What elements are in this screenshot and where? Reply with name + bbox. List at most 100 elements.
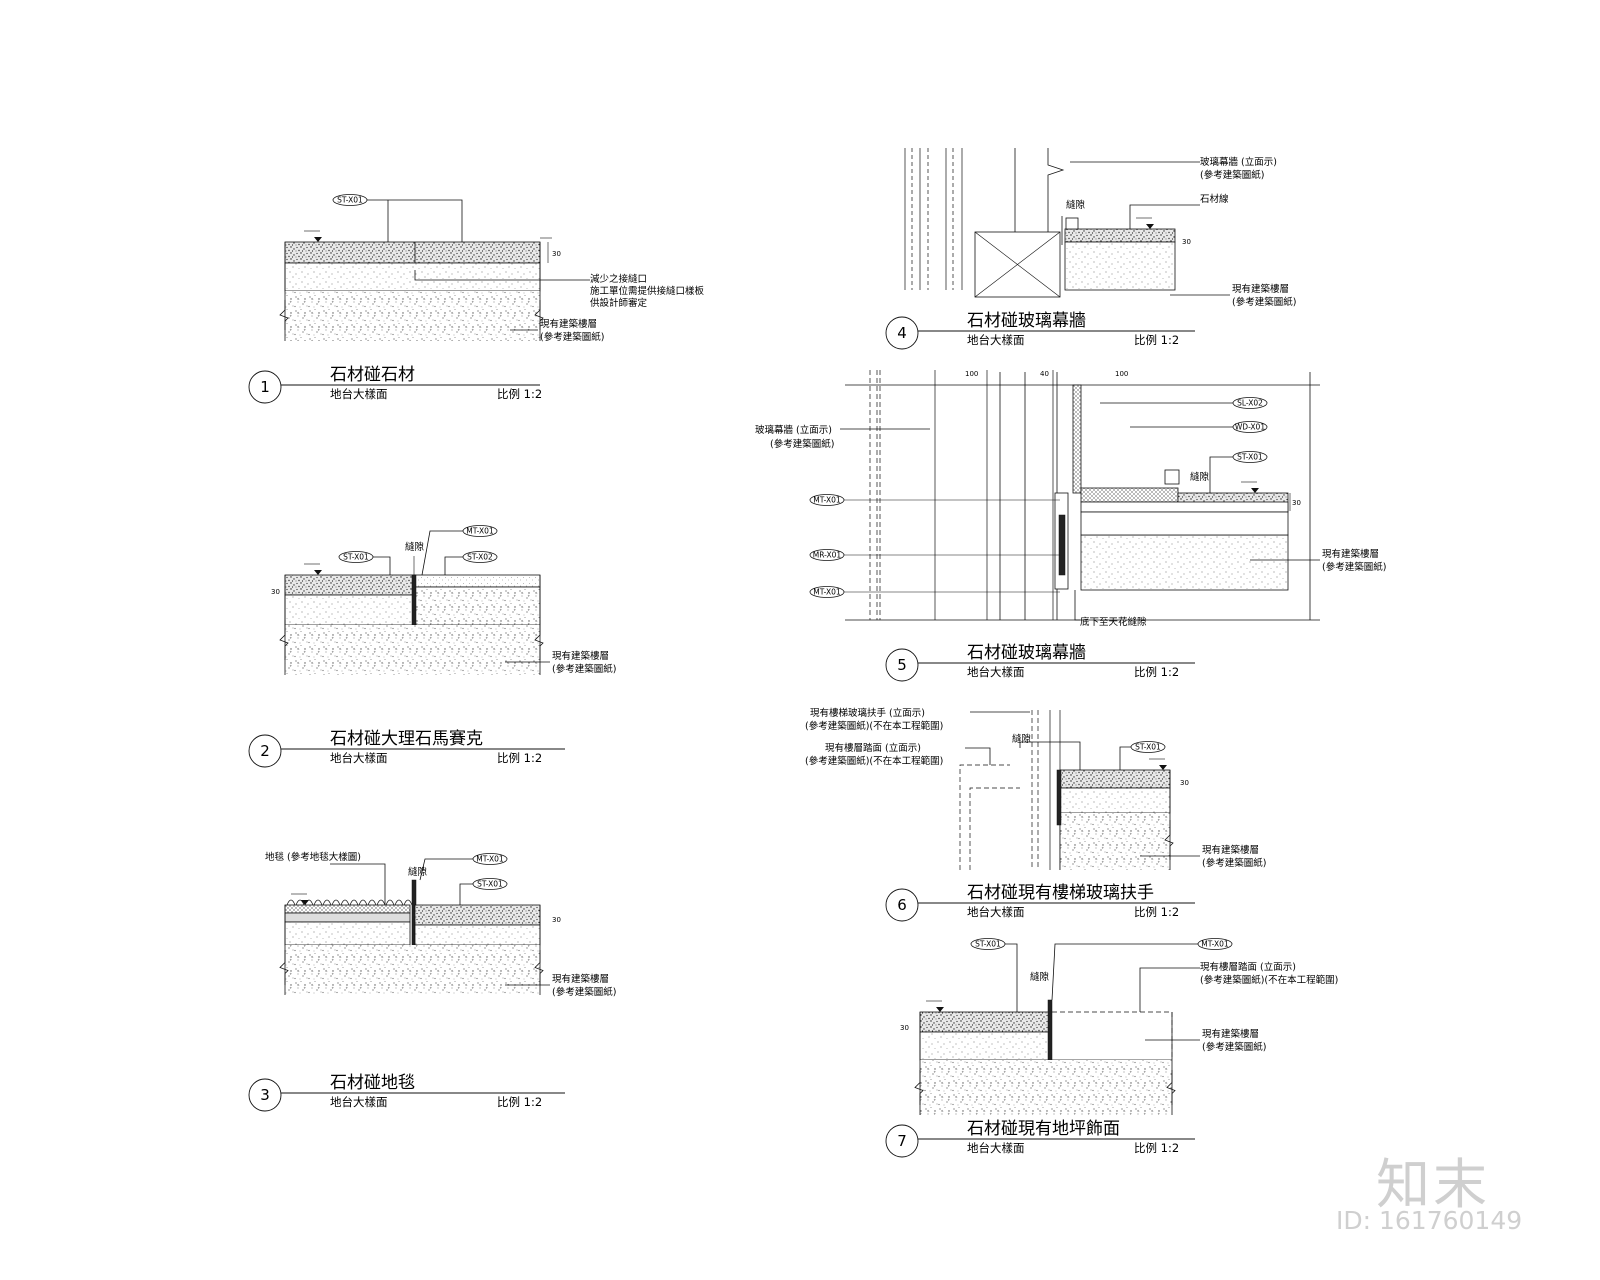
tag-wd-text: WD-X01 <box>1235 423 1265 432</box>
existing-floor-note-0: 現有樓層踏面 (立面示) <box>1200 961 1296 973</box>
level-marker <box>936 1007 944 1012</box>
break-line <box>534 300 544 330</box>
mosaic-tile <box>414 574 541 588</box>
dim-text: 30 <box>1182 238 1191 246</box>
sealant-block <box>1065 217 1079 230</box>
detail-title: 石材碰玻璃幕牆 <box>967 311 1086 331</box>
existing-floor <box>1052 1011 1173 1060</box>
detail-number: 4 <box>897 324 907 342</box>
carpet-pile <box>286 899 296 906</box>
scale-label: 比例 1:2 <box>1134 1141 1179 1155</box>
mortar-bed <box>919 1031 1051 1061</box>
scale-label: 比例 1:2 <box>497 1095 542 1109</box>
gap-label: 縫隙 <box>1190 471 1210 483</box>
tag-st-text: ST-X01 <box>1237 453 1263 462</box>
level-marker <box>1251 488 1259 493</box>
level-marker <box>314 237 322 242</box>
stone-line-note: 石材線 <box>1200 193 1229 205</box>
break-line <box>279 950 289 985</box>
joint-note-leader <box>414 270 590 281</box>
stone-line-leader <box>1129 204 1200 229</box>
screed-note-text-0: 現有建築樓層 <box>552 973 609 985</box>
tag-leader <box>444 556 463 575</box>
cw-note-1: (參考建築圖紙) <box>770 438 834 450</box>
tread-note-1: (參考建築圖紙)(不在本工程範圍) <box>805 755 943 767</box>
tag-leader <box>459 883 473 905</box>
tag-leader <box>1005 943 1018 1012</box>
carpet-pile <box>367 899 377 906</box>
location-label: 地台大樣面 <box>330 751 388 765</box>
carpet-pile <box>385 899 395 906</box>
level-marker <box>314 570 322 575</box>
level-marker <box>1146 224 1154 229</box>
screed-note-text-0: 現有建築樓層 <box>552 650 609 662</box>
carpet-backing <box>284 912 411 923</box>
cw-note-0: 玻璃幕牆 (立面示) <box>755 424 832 436</box>
tread-note-0: 現有樓層踏面 (立面示) <box>825 742 921 754</box>
ceiling-gap-note: 底下至天花縫隙 <box>1080 616 1147 628</box>
stone-slab <box>1064 228 1176 243</box>
existing-floor-note-1: (參考建築圖紙)(不在本工程範圍) <box>1200 974 1338 986</box>
break-line <box>914 1070 924 1105</box>
gap-leader <box>1019 741 1081 770</box>
break-line <box>279 620 289 660</box>
tag-leader <box>421 530 463 576</box>
mortar-strip <box>1080 501 1289 513</box>
carpet-pile <box>340 899 350 906</box>
mortar-bed <box>284 594 416 626</box>
carpet-pile <box>403 899 413 906</box>
stone-slab <box>919 1011 1051 1033</box>
scale-label: 比例 1:2 <box>1134 905 1179 919</box>
carpet-pile <box>376 899 386 906</box>
break-line <box>1166 1070 1176 1105</box>
handrail-note-1: (參考建築圖紙)(不在本工程範圍) <box>805 720 943 732</box>
dim-text: 30 <box>1292 499 1301 507</box>
mortar-bed <box>284 262 541 292</box>
gap-label: 縫隙 <box>405 541 425 553</box>
tag-leader <box>1209 456 1233 493</box>
sealant-block <box>1164 469 1180 485</box>
detail-number: 7 <box>897 1132 907 1150</box>
dim-text: 30 <box>271 588 280 596</box>
screed-note-text-0: 現有建築樓層 <box>1202 1028 1259 1040</box>
mortar-bed <box>1080 534 1289 591</box>
timber-strip <box>1080 487 1179 503</box>
carpet-note-leader <box>330 863 386 905</box>
tag-leader <box>419 858 473 881</box>
break-line <box>1164 820 1174 860</box>
tag-st-text: ST-X01 <box>1135 743 1161 752</box>
cw-note-1: (參考建築圖紙) <box>1200 169 1264 181</box>
screed-note-text-1: (參考建築圖紙) <box>552 663 616 675</box>
detail-title: 石材碰現有地坪飾面 <box>967 1119 1120 1139</box>
detail-number: 5 <box>897 656 907 674</box>
dim-text: 30 <box>900 1024 909 1032</box>
tag-st-text: ST-X01 <box>343 553 369 562</box>
mortar-bed <box>414 924 541 946</box>
carpet-underlay <box>284 904 411 914</box>
detail-number-bubble <box>248 370 282 404</box>
detail-title: 石材碰地毯 <box>330 1073 415 1093</box>
scale-label: 比例 1:2 <box>1134 665 1179 679</box>
tag-mt-text: MT-X01 <box>466 527 494 536</box>
carpet-pile <box>331 899 341 906</box>
screed-note-text-1: (參考建築圖紙) <box>540 331 604 343</box>
watermark-logo: 知末 <box>1376 1153 1490 1216</box>
detail-number: 6 <box>897 896 907 914</box>
screed-note-text-0: 現有建築樓層 <box>1322 548 1379 560</box>
detail-number-bubble <box>885 648 919 682</box>
stone-slab <box>284 574 416 596</box>
detail-number: 3 <box>260 1086 270 1104</box>
detail-title: 石材碰石材 <box>330 365 415 385</box>
glass-pane <box>1058 514 1066 576</box>
tag-st-text: ST-X01 <box>337 196 363 205</box>
screed-note-text-0: 現有建築樓層 <box>1202 844 1259 856</box>
tread-leader <box>965 747 991 765</box>
dim-text: 30 <box>552 916 561 924</box>
joint-note-1: 施工單位需提供接縫口樣板 <box>590 285 705 297</box>
dim-text: 40 <box>1040 370 1049 378</box>
stair-tread <box>959 764 1010 870</box>
break-line <box>534 620 544 660</box>
gap-label: 縫隙 <box>1012 733 1032 745</box>
